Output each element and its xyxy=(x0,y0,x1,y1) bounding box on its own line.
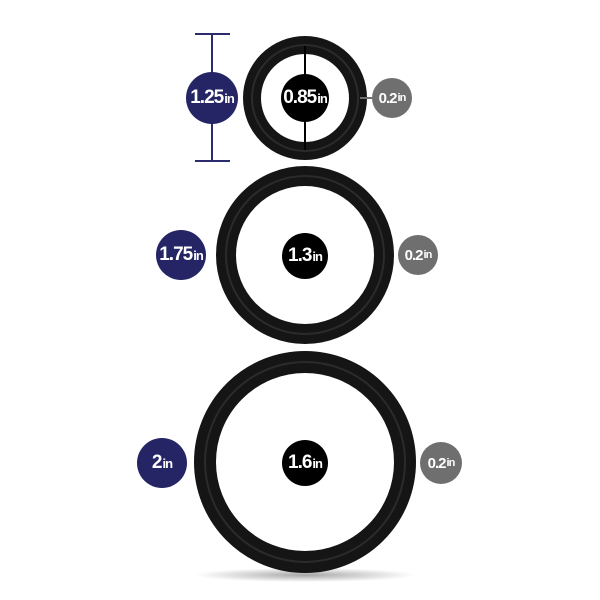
thickness-value: 0.2 xyxy=(427,454,447,472)
inner-diameter-value: 0.85 xyxy=(283,87,317,108)
unit-label: in xyxy=(312,248,323,264)
ring-small-highlight xyxy=(251,44,359,152)
unit-label: in xyxy=(224,90,235,106)
ring-large-highlight xyxy=(204,361,406,563)
unit-label: in xyxy=(446,457,456,469)
outer-diameter-value: 1.75 xyxy=(159,244,193,265)
unit-label: in xyxy=(423,249,433,261)
inner-diameter-value: 1.3 xyxy=(288,245,312,266)
outer-diameter-value: 1.25 xyxy=(190,87,224,108)
unit-label: in xyxy=(193,247,204,263)
ring-medium-highlight xyxy=(225,175,385,335)
unit-label: in xyxy=(317,90,328,106)
thickness-value: 0.2 xyxy=(404,246,424,264)
unit-label: in xyxy=(162,455,174,471)
inner-diameter-value: 1.6 xyxy=(288,452,312,473)
unit-label: in xyxy=(312,455,323,471)
thickness-value: 0.2 xyxy=(378,89,398,107)
outer-diameter-value: 2 xyxy=(151,452,163,473)
ring-shadow xyxy=(195,568,415,582)
unit-label: in xyxy=(397,92,407,104)
